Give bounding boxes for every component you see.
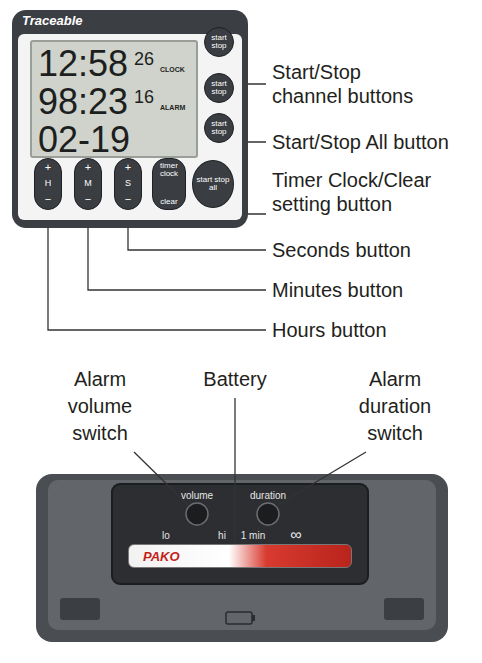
lcd-seconds: 26 xyxy=(134,50,154,68)
lcd-digits: 12:58 xyxy=(38,46,128,82)
button-label: − xyxy=(125,194,131,206)
battery: PAKO xyxy=(128,544,352,568)
button-label: start stop xyxy=(207,80,231,97)
button-label: + xyxy=(45,162,51,174)
channel-button: start stop xyxy=(204,27,234,57)
lcd-display: 12:58 26CLOCK 98:23 16ALARM 02-19 xyxy=(30,40,198,158)
button-label: − xyxy=(85,194,91,206)
minutes-button: + M − xyxy=(74,158,102,210)
housing-face xyxy=(48,480,436,630)
battery-icon xyxy=(226,612,252,624)
volume-switch xyxy=(186,503,208,525)
switch-label: volume xyxy=(167,490,227,502)
duration-switch xyxy=(257,503,279,525)
lcd-digits: 98:23 xyxy=(38,84,128,120)
housing-foot xyxy=(384,598,424,620)
seconds-button: + S − xyxy=(114,158,142,210)
callout-label: Timer Clock/Clear setting button xyxy=(272,168,477,216)
timer-clock-button: timer clock clear xyxy=(152,158,186,210)
callout-label: Battery xyxy=(185,366,285,393)
lcd-tag: CLOCK xyxy=(160,66,185,73)
battery-brand: PAKO xyxy=(143,550,180,563)
brand-logo: Traceable xyxy=(22,14,82,28)
hours-button: + H − xyxy=(34,158,62,210)
lcd-digits: 02-19 xyxy=(38,122,130,158)
switch-setting: ∞ xyxy=(284,525,308,544)
button-label: + xyxy=(125,162,131,174)
lcd-tag: ALARM xyxy=(160,104,185,111)
switch-setting: lo xyxy=(156,530,176,542)
button-label: timer clock xyxy=(155,162,183,179)
button-label: S xyxy=(125,179,131,188)
leader-line xyxy=(234,398,235,542)
button-label: start stop all xyxy=(195,176,231,193)
callout-label: Start/Stop All button xyxy=(272,130,477,154)
button-label: start stop xyxy=(207,120,231,137)
button-label: + xyxy=(85,162,91,174)
button-label: start stop xyxy=(207,34,231,51)
callout-label: Start/Stop channel buttons xyxy=(272,60,422,108)
switch-label: duration xyxy=(238,490,298,502)
switch-setting: 1 min xyxy=(236,530,270,542)
lcd-seconds: 16 xyxy=(134,88,154,106)
channel-button: start stop xyxy=(204,113,234,143)
button-label: M xyxy=(84,179,92,188)
battery-icon-tip xyxy=(252,615,255,621)
callout-label: Hours button xyxy=(272,318,477,342)
leader-line xyxy=(276,452,366,506)
battery-compartment xyxy=(112,484,368,584)
button-label: − xyxy=(45,194,51,206)
timer-body: Traceable 12:58 26CLOCK 98:23 16ALARM 02-19 st… xyxy=(12,10,248,228)
callout-label: Alarm volume switch xyxy=(50,366,150,447)
button-label: H xyxy=(45,179,52,188)
leader-line xyxy=(48,211,266,330)
callout-label: Alarm duration switch xyxy=(340,366,450,447)
housing-base xyxy=(36,474,448,642)
button-label: clear xyxy=(160,198,177,206)
housing-foot xyxy=(60,598,100,620)
start-stop-all-button: start stop all xyxy=(192,160,234,208)
channel-button: start stop xyxy=(204,73,234,103)
callout-label: Minutes button xyxy=(272,278,477,302)
leader-line xyxy=(134,452,189,506)
callout-label: Seconds button xyxy=(272,238,477,262)
switch-setting: hi xyxy=(212,530,232,542)
